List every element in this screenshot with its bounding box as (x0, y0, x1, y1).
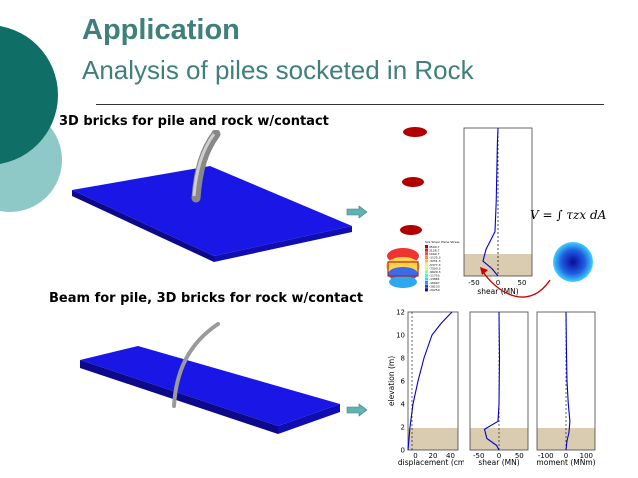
legend-swatch (425, 245, 428, 249)
contour-disk (480, 242, 593, 298)
y-tick-label: 10 (396, 332, 405, 340)
legend-swatch (425, 281, 428, 285)
legend-swatch (425, 248, 428, 252)
x-axis-label: shear (MN) (477, 287, 518, 296)
legend-value: 3126.7 (429, 248, 440, 252)
shear-curve (482, 127, 499, 277)
circle-dark (0, 26, 58, 164)
x-tick-label: -50 (468, 279, 479, 287)
legend-swatch (425, 288, 428, 292)
caption-beam: Beam for pile, 3D bricks for rock w/cont… (49, 291, 364, 306)
y-tick-label: 4 (401, 401, 406, 409)
shear-formula: V = ∫ τzx dA (530, 208, 607, 222)
moment-curve (565, 311, 571, 451)
soil-band (408, 428, 458, 450)
slide-title: Application (82, 14, 240, 46)
arrow-right-icon (346, 403, 368, 417)
pile-3d-model (72, 130, 352, 262)
y-tick-label: 8 (401, 355, 405, 363)
contour-legend: 4500.73126.71000.7-1125.3-3251.3-5377.3-… (425, 245, 441, 292)
legend-swatch (425, 273, 428, 277)
x-tick-label: 100 (580, 452, 593, 460)
legend-swatch (425, 263, 428, 267)
y-tick-label: 6 (401, 378, 406, 386)
slice-1 (403, 127, 427, 137)
soil-band (470, 428, 528, 450)
slab-side (278, 404, 340, 434)
legend-value: -1125.3 (429, 256, 441, 260)
title-rule (96, 104, 604, 105)
displacement-curve (407, 311, 453, 451)
legend-title: Sxx Shear Plane Stress (425, 240, 460, 244)
x-axis-label: shear (MN) (478, 458, 519, 467)
x-tick-label: 0 (564, 452, 568, 460)
slice-2 (402, 177, 424, 187)
soil-band (537, 428, 595, 450)
caption-3d-bricks: 3D bricks for pile and rock w/contact (59, 114, 329, 129)
legend-value: -7503.3 (429, 266, 441, 270)
moment-chart: -100 0 100 moment (MNm) (536, 311, 596, 467)
beam-3d-model (80, 322, 340, 434)
legend-value: -18133 (429, 284, 440, 288)
slice-3 (400, 225, 422, 235)
shear-chart-bottom: -50 0 50 shear (MN) (469, 311, 529, 467)
legend-swatch (425, 259, 428, 263)
legend-swatch (425, 284, 428, 288)
decorative-circles (0, 26, 62, 212)
shear-curve (483, 311, 501, 451)
legend-swatch (425, 270, 428, 274)
stress-contour-model: Sxx Shear Plane Stress 4500.73126.71000.… (386, 240, 460, 292)
pile-shaft (191, 130, 221, 203)
slab-top (72, 166, 352, 256)
slab-side (214, 226, 352, 262)
x-axis-label: moment (MNm) (536, 458, 595, 467)
legend-value: -11755 (429, 274, 440, 278)
legend-value: 1000.7 (429, 252, 440, 256)
slab-front (80, 360, 278, 434)
plot-frame (407, 311, 459, 451)
slide-subtitle: Analysis of piles socketed in Rock (82, 55, 474, 85)
y-tick-label: 2 (401, 424, 405, 432)
x-tick-label: 0 (413, 452, 417, 460)
legend-value: -3251.3 (429, 259, 441, 263)
x-tick-label: -50 (473, 452, 484, 460)
displacement-chart: 0 20 40 0 2 4 6 8 10 12 elevation (m) displacemen… (387, 309, 464, 468)
legend-value: 4500.7 (429, 245, 440, 249)
x-tick-label: 20 (429, 452, 438, 460)
y-tick-label: 12 (396, 309, 405, 317)
x-tick-label: 0 (497, 452, 501, 460)
legend-value: -16007 (429, 281, 440, 285)
slab-front (72, 190, 214, 262)
x-axis-label: displacement (cm) (398, 458, 464, 467)
legend-swatch (425, 277, 428, 281)
x-tick-label: 50 (518, 279, 527, 287)
y-tick-label: 0 (401, 447, 405, 455)
legend-value: -9629.3 (429, 270, 441, 274)
x-tick-label: 40 (446, 452, 455, 460)
legend-value: -13881 (429, 277, 440, 281)
beam-pile (172, 322, 220, 408)
x-tick-label: 0 (496, 279, 500, 287)
legend-value: -20259 (429, 288, 440, 292)
legend-swatch (425, 266, 428, 270)
legend-swatch (425, 252, 428, 256)
slab-top (80, 346, 340, 426)
stress-slices (400, 127, 427, 235)
x-tick-label: 50 (515, 452, 524, 460)
legend-swatch (425, 255, 428, 259)
x-tick-label: -100 (538, 452, 554, 460)
y-axis-label: elevation (m) (387, 356, 396, 406)
connector-arrow (482, 271, 551, 298)
arrow-right-icon (346, 205, 368, 219)
legend-value: -5377.3 (429, 263, 441, 267)
pile-highlight (192, 133, 216, 197)
